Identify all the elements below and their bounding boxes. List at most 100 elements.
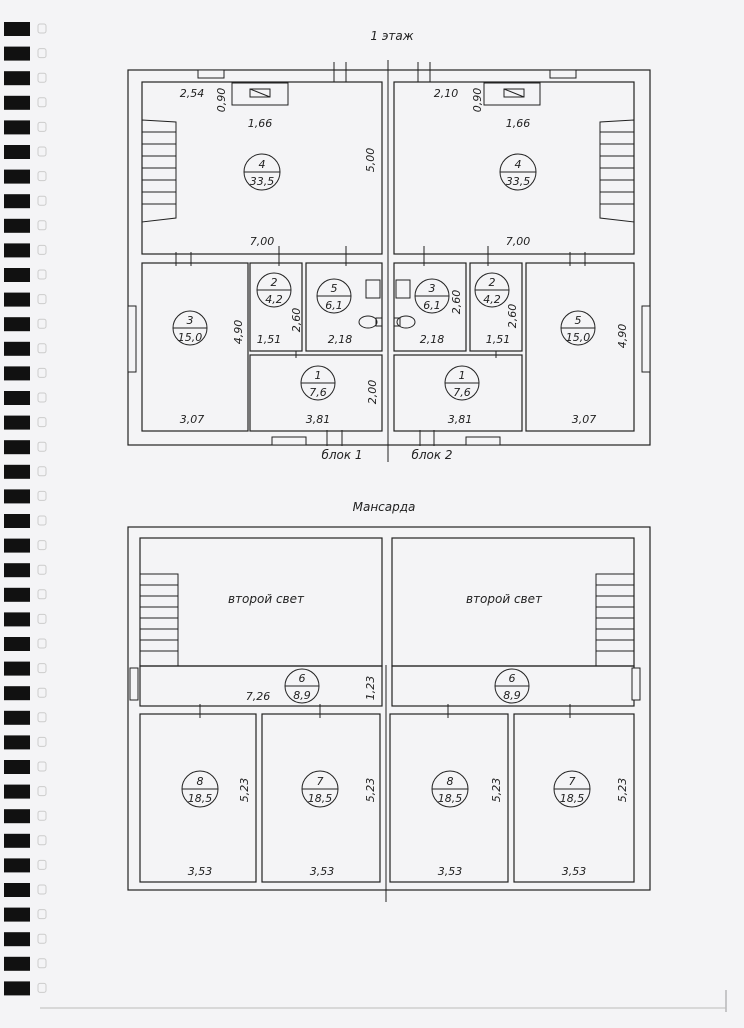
- room-label: 718,5: [301, 770, 339, 808]
- dimension-label: 7,00: [506, 235, 531, 248]
- svg-text:3: 3: [187, 314, 194, 327]
- svg-text:4: 4: [515, 158, 522, 171]
- block2-label: блок 2: [411, 448, 452, 462]
- binding-ring: [4, 169, 30, 184]
- binding-ring: [4, 95, 30, 110]
- dimension-label: 5,23: [238, 778, 251, 803]
- attic-dimensions: 7,26 1,23 5,23 3,53 5,23 3,53 5,23 3,53 …: [188, 676, 629, 878]
- binding-ring: [4, 784, 30, 799]
- binding-ring: [4, 145, 30, 159]
- dimension-label: 1,66: [506, 117, 531, 130]
- dimension-label: 2,18: [328, 333, 353, 346]
- binding-ring: [4, 514, 30, 528]
- attic-room-labels: 68,9 68,9 818,5 718,5 818,5 718,5: [181, 668, 591, 808]
- binding-hole: [37, 318, 47, 329]
- binding-ring: [4, 440, 30, 455]
- spiral-binding: [4, 22, 47, 996]
- binding-hole: [37, 171, 47, 182]
- dimension-label: 2,60: [290, 308, 303, 333]
- dimension-label: 2,60: [506, 304, 519, 329]
- stairs: [139, 573, 635, 667]
- binding-hole: [37, 589, 47, 600]
- binding-ring: [4, 858, 30, 873]
- svg-text:8: 8: [197, 775, 204, 788]
- binding-hole: [37, 367, 47, 378]
- svg-text:18,5: 18,5: [438, 792, 463, 805]
- svg-text:1: 1: [315, 369, 322, 382]
- binding-hole: [37, 48, 47, 59]
- window: [127, 69, 651, 446]
- svg-text:18,5: 18,5: [560, 792, 585, 805]
- binding-ring: [4, 883, 30, 897]
- binding-hole: [37, 146, 47, 157]
- dimension-label: 0,90: [215, 88, 228, 113]
- binding-hole: [37, 736, 47, 747]
- svg-text:7,6: 7,6: [453, 386, 471, 399]
- dimension-label: 5,23: [490, 778, 503, 803]
- room-label: 56,1: [316, 278, 352, 314]
- svg-text:5: 5: [331, 282, 338, 295]
- stove: [231, 82, 541, 106]
- room-label: 36,1: [414, 278, 450, 314]
- floor1-heading: 1 этаж: [370, 29, 413, 43]
- binding-ring: [4, 686, 30, 701]
- second-light-label: второй свет: [228, 592, 305, 606]
- binding-hole: [37, 982, 47, 993]
- room-label: 818,5: [431, 770, 469, 808]
- svg-text:7,6: 7,6: [309, 386, 327, 399]
- binding-hole: [37, 72, 47, 83]
- dimension-label: 1,23: [364, 676, 377, 701]
- binding-hole: [37, 712, 47, 723]
- window: [129, 667, 641, 701]
- binding-ring: [4, 932, 30, 947]
- room-label: 315,0: [172, 310, 208, 346]
- binding-hole: [37, 786, 47, 797]
- dimension-label: 4,90: [616, 324, 629, 349]
- svg-text:4: 4: [259, 158, 266, 171]
- attic-heading: Мансарда: [353, 500, 416, 514]
- binding-ring: [4, 809, 30, 824]
- room-label: 433,5: [499, 153, 537, 191]
- svg-text:8,9: 8,9: [503, 689, 521, 702]
- svg-text:2: 2: [271, 276, 278, 289]
- binding-hole: [37, 810, 47, 821]
- binding-ring: [4, 415, 30, 430]
- binding-hole: [37, 294, 47, 305]
- svg-text:4,2: 4,2: [483, 293, 501, 306]
- room-label: 24,2: [474, 272, 510, 308]
- binding-hole: [37, 564, 47, 575]
- dimension-label: 3,81: [306, 413, 331, 426]
- svg-text:6: 6: [299, 672, 306, 685]
- dimension-label: 5,00: [364, 148, 377, 173]
- binding-hole: [37, 835, 47, 846]
- block1-label: блок 1: [321, 448, 362, 462]
- binding-hole: [37, 244, 47, 255]
- binding-ring: [4, 538, 30, 553]
- floor1-walls: [127, 69, 651, 446]
- floor1-room-labels: 433,5 433,5 315,0 24,2 56,1 36,1 24,2 51…: [172, 153, 596, 401]
- dimension-label: 2,18: [420, 333, 445, 346]
- binding-ring: [4, 341, 30, 356]
- binding-hole: [37, 441, 47, 452]
- room-label: 24,2: [256, 272, 292, 308]
- svg-text:6: 6: [509, 672, 516, 685]
- binding-hole: [37, 23, 47, 34]
- binding-hole: [37, 490, 47, 501]
- room-label: 718,5: [553, 770, 591, 808]
- binding-ring: [4, 243, 30, 258]
- dimension-label: 2,54: [180, 87, 205, 100]
- binding-hole: [37, 220, 47, 231]
- svg-text:18,5: 18,5: [308, 792, 333, 805]
- svg-text:33,5: 33,5: [250, 175, 275, 188]
- svg-text:8,9: 8,9: [293, 689, 311, 702]
- dimension-label: 7,26: [246, 690, 271, 703]
- svg-text:15,0: 15,0: [178, 331, 203, 344]
- svg-text:6,1: 6,1: [423, 299, 441, 312]
- svg-text:4,2: 4,2: [265, 293, 283, 306]
- binding-ring: [4, 292, 30, 307]
- binding-hole: [37, 417, 47, 428]
- dimension-label: 3,07: [572, 413, 597, 426]
- dimension-label: 3,53: [438, 865, 463, 878]
- binding-hole: [37, 859, 47, 870]
